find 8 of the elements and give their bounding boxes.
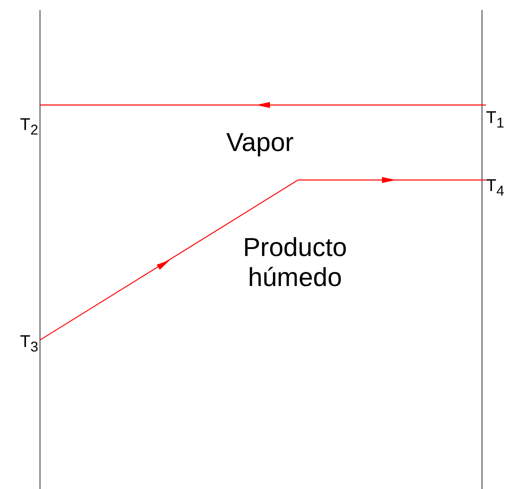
- temperature-label: T$_{2}$: [20, 115, 38, 140]
- flow-arrow: [40, 102, 486, 108]
- region-label: Producto húmedo: [242, 232, 348, 292]
- region-label: Vapor: [225, 127, 295, 157]
- temperature-label: T$_{4}$: [486, 176, 504, 202]
- temperature-label: T$_{1}$: [486, 108, 504, 134]
- flow-arrow: [40, 177, 486, 340]
- temperature-label: T$_{3}$: [20, 332, 38, 358]
